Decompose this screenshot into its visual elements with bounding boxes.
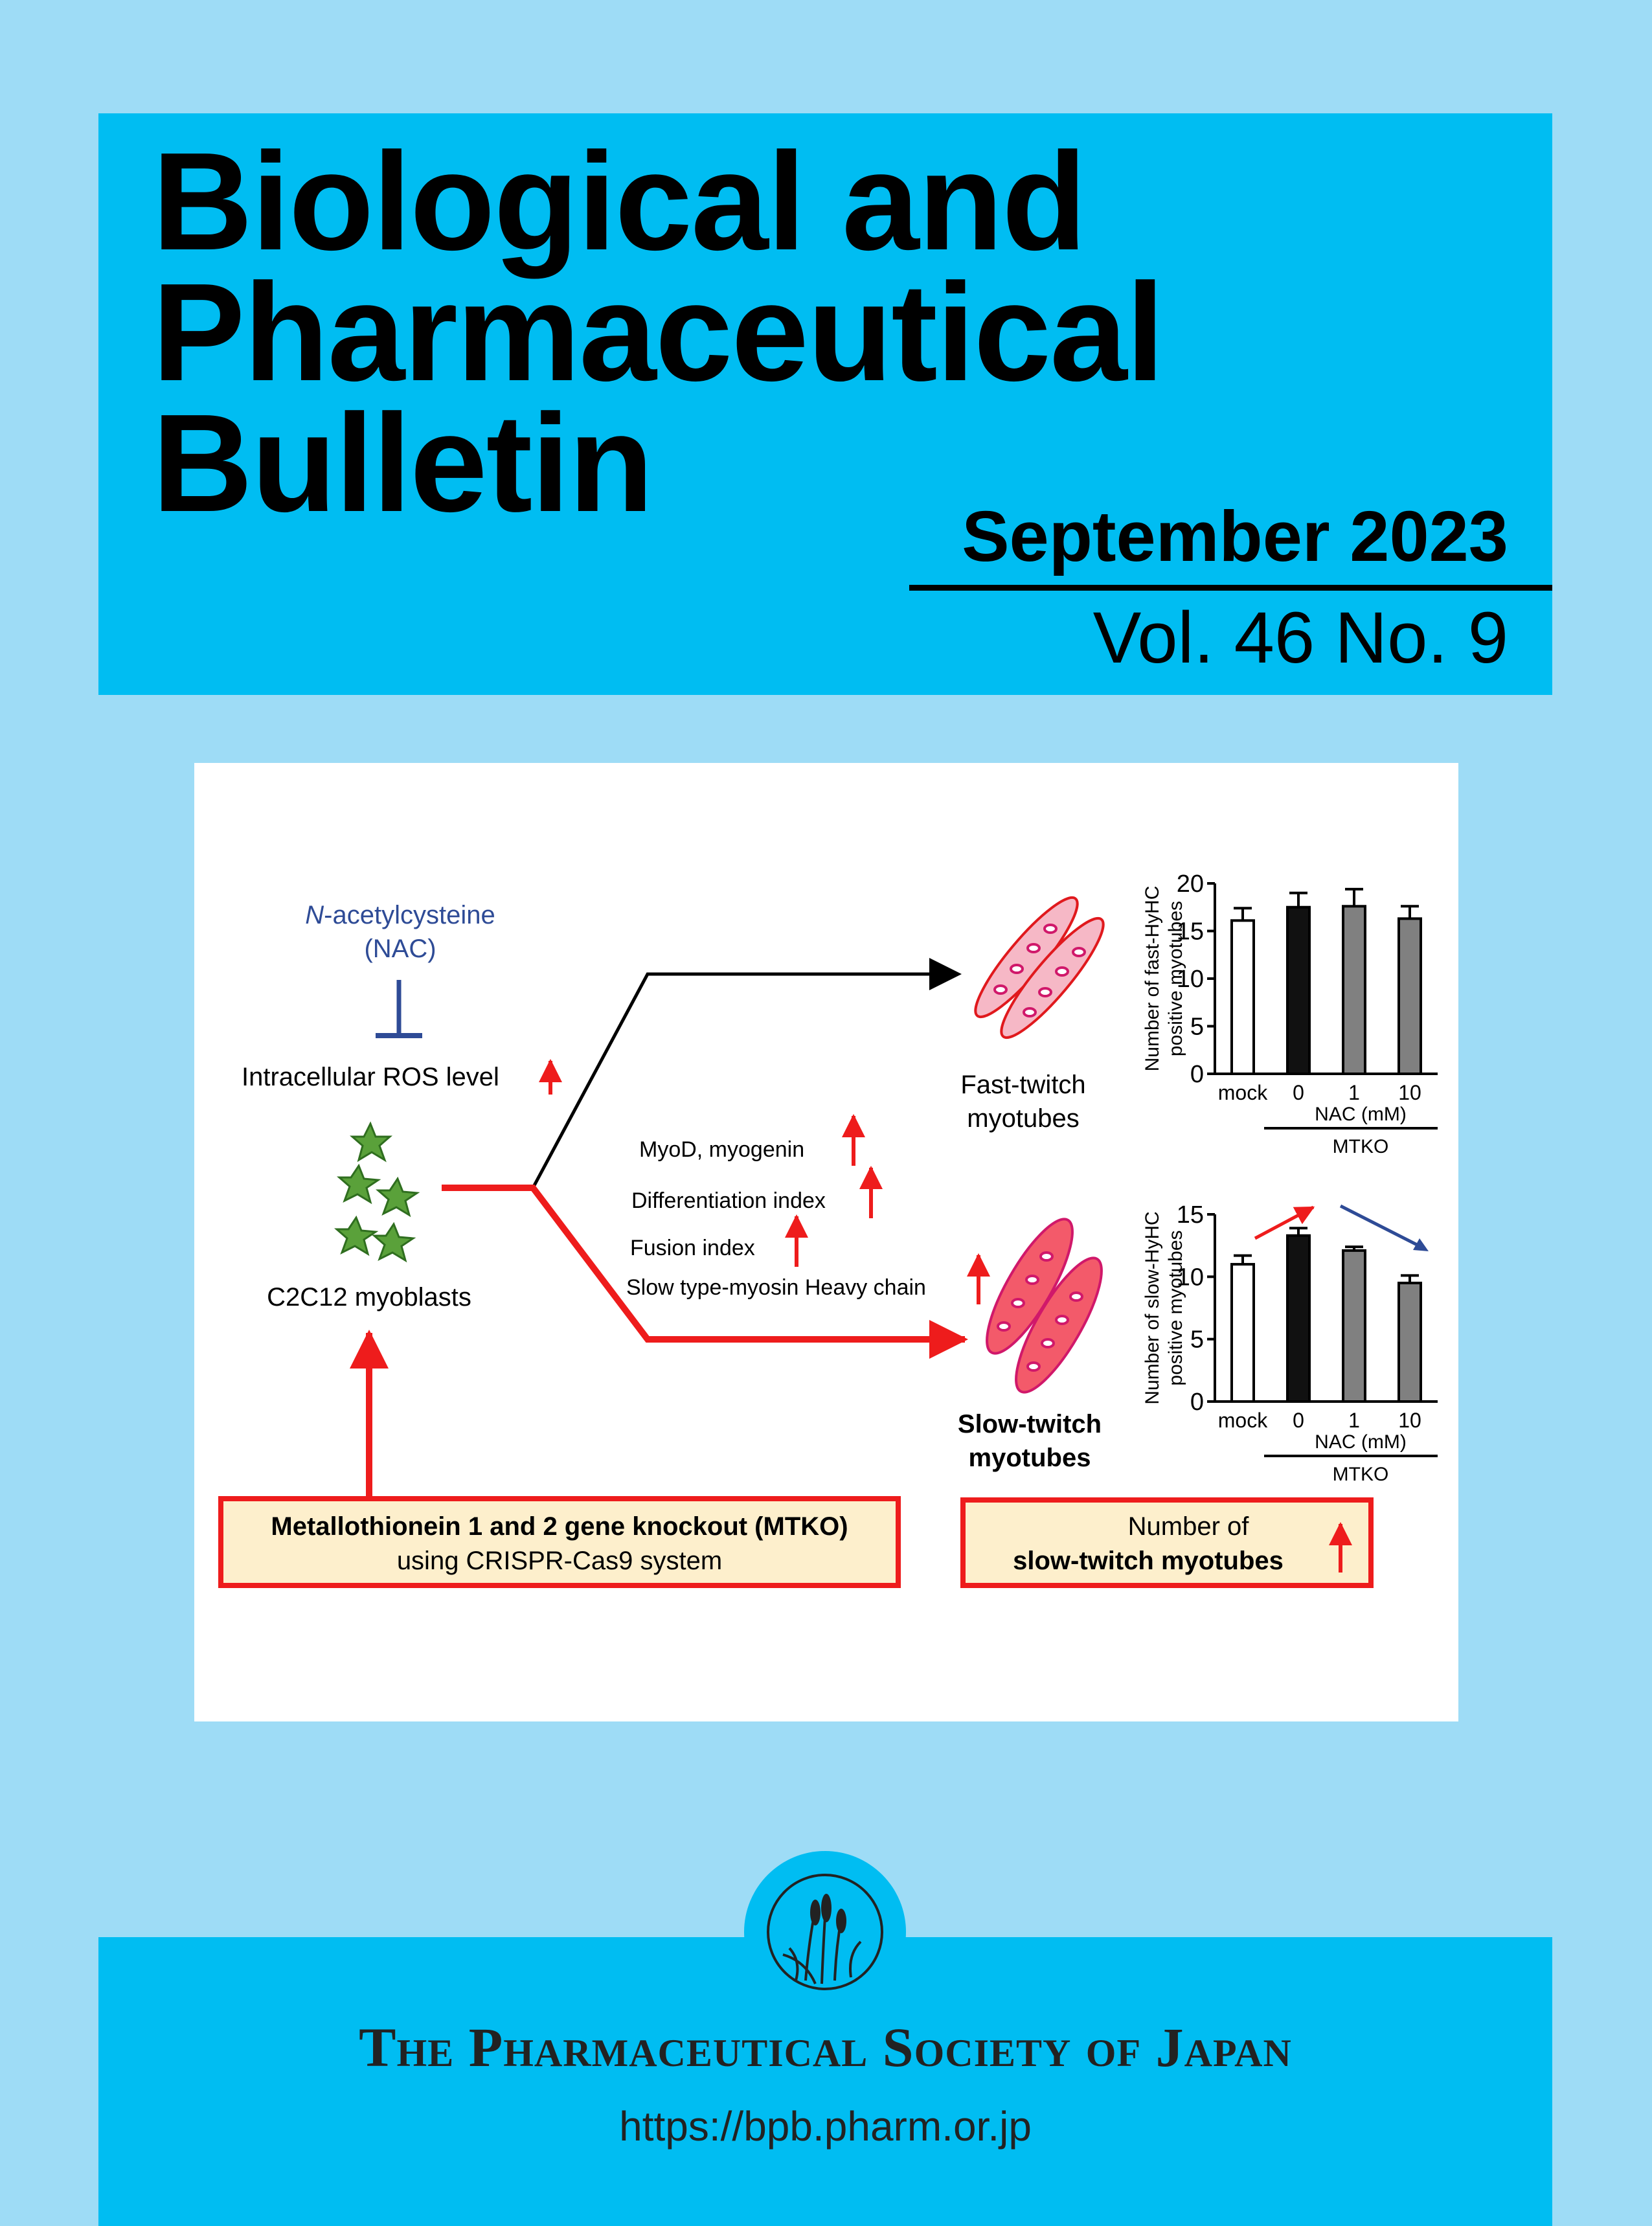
group-label: NAC (mM) xyxy=(1315,1104,1407,1125)
y-axis-label: positive myotubes xyxy=(1165,901,1186,1056)
result-box: Number of slow-twitch myotubes xyxy=(960,1497,1374,1588)
slow-myotubes-icon xyxy=(986,1218,1103,1394)
marker-fusion: Fusion index xyxy=(630,1236,755,1260)
ros-label: Intracellular ROS level xyxy=(242,1063,499,1091)
y-tick-label: 15 xyxy=(1177,1201,1204,1229)
myoblast-cells-icon xyxy=(334,1121,420,1263)
mtko-box: Metallothionein 1 and 2 gene knockout (M… xyxy=(218,1496,901,1588)
society-logo xyxy=(744,1851,906,2013)
x-tick-label: mock xyxy=(1218,1409,1268,1432)
bar xyxy=(1230,1263,1255,1403)
y-tick-label: 5 xyxy=(1190,1326,1204,1354)
group-label: NAC (mM) xyxy=(1315,1431,1407,1453)
x-tick-label: 1 xyxy=(1348,1409,1360,1432)
trend-arrows xyxy=(1254,1204,1429,1251)
nac-label: N-acetylcysteine xyxy=(305,901,495,929)
inhibition-icon xyxy=(376,980,422,1038)
slow-label-1: Slow-twitch xyxy=(958,1410,1102,1438)
marker-differentiation: Differentiation index xyxy=(631,1188,826,1213)
fast-label-1: Fast-twitch xyxy=(960,1071,1085,1099)
graphical-abstract: N-acetylcysteine (NAC) Intracellular ROS… xyxy=(194,763,1458,1721)
y-tick-label: 0 xyxy=(1190,1389,1204,1416)
title-line-1: Biological and xyxy=(152,123,1087,279)
mtko-line-2: using CRISPR-Cas9 system xyxy=(397,1547,722,1575)
y-axis-label: positive myotubes xyxy=(1165,1230,1186,1385)
fast-pathway-arrow xyxy=(531,958,962,1189)
bar xyxy=(1342,905,1366,1075)
x-tick-label: mock xyxy=(1218,1081,1268,1104)
fast-myotubes-icon xyxy=(974,896,1105,1039)
marker-myod: MyoD, myogenin xyxy=(639,1137,804,1162)
result-line-2: slow-twitch myotubes xyxy=(1013,1547,1284,1575)
y-axis-label: Number of slow-HyHC xyxy=(1142,1211,1163,1404)
y-tick-label: 10 xyxy=(1177,1264,1204,1291)
x-tick-label: 0 xyxy=(1293,1081,1304,1104)
society-name: The Pharmaceutical Society of Japan xyxy=(359,2016,1292,2078)
x-tick-label: 1 xyxy=(1348,1081,1360,1104)
title-line-2: Pharmaceutical xyxy=(152,254,1164,410)
y-tick-label: 0 xyxy=(1190,1061,1204,1088)
bar xyxy=(1286,1234,1311,1403)
fast-label-2: myotubes xyxy=(967,1104,1079,1133)
result-line-1: Number of xyxy=(1128,1512,1250,1541)
myoblasts-label: C2C12 myoblasts xyxy=(267,1283,471,1312)
journal-title: Biological and Pharmaceutical Bulletin xyxy=(152,123,1164,541)
slow-pathway-arrow xyxy=(442,1185,968,1359)
y-tick-label: 15 xyxy=(1177,918,1204,946)
marker-myosin: Slow type-myosin Heavy chain xyxy=(626,1275,926,1300)
y-tick-label: 10 xyxy=(1177,966,1204,993)
bar xyxy=(1230,919,1255,1075)
title-line-3: Bulletin xyxy=(152,385,653,541)
cover-header: Biological and Pharmaceutical Bulletin S… xyxy=(98,113,1552,695)
nac-abbrev: (NAC) xyxy=(364,935,436,963)
x-tick-label: 10 xyxy=(1398,1409,1421,1432)
group-label-2: MTKO xyxy=(1333,1136,1389,1157)
cattail-logo-icon xyxy=(767,1874,883,1990)
x-tick-label: 10 xyxy=(1398,1081,1421,1104)
issue-volume: Vol. 46 No. 9 xyxy=(1092,597,1508,678)
y-axis-label: Number of fast-HyHC xyxy=(1142,886,1163,1072)
x-tick-label: 0 xyxy=(1293,1409,1304,1432)
issue-divider xyxy=(909,585,1552,591)
bar xyxy=(1397,1281,1422,1403)
bar xyxy=(1286,905,1311,1075)
y-tick-label: 5 xyxy=(1190,1014,1204,1041)
bar xyxy=(1342,1249,1366,1403)
group-label-2: MTKO xyxy=(1333,1464,1389,1485)
bar xyxy=(1397,917,1422,1075)
journal-url[interactable]: https://bpb.pharm.or.jp xyxy=(619,2103,1032,2150)
issue-date: September 2023 xyxy=(962,497,1508,576)
mtko-line-1: Metallothionein 1 and 2 gene knockout (M… xyxy=(271,1512,848,1541)
y-tick-label: 20 xyxy=(1177,870,1204,898)
slow-label-2: myotubes xyxy=(969,1444,1091,1472)
